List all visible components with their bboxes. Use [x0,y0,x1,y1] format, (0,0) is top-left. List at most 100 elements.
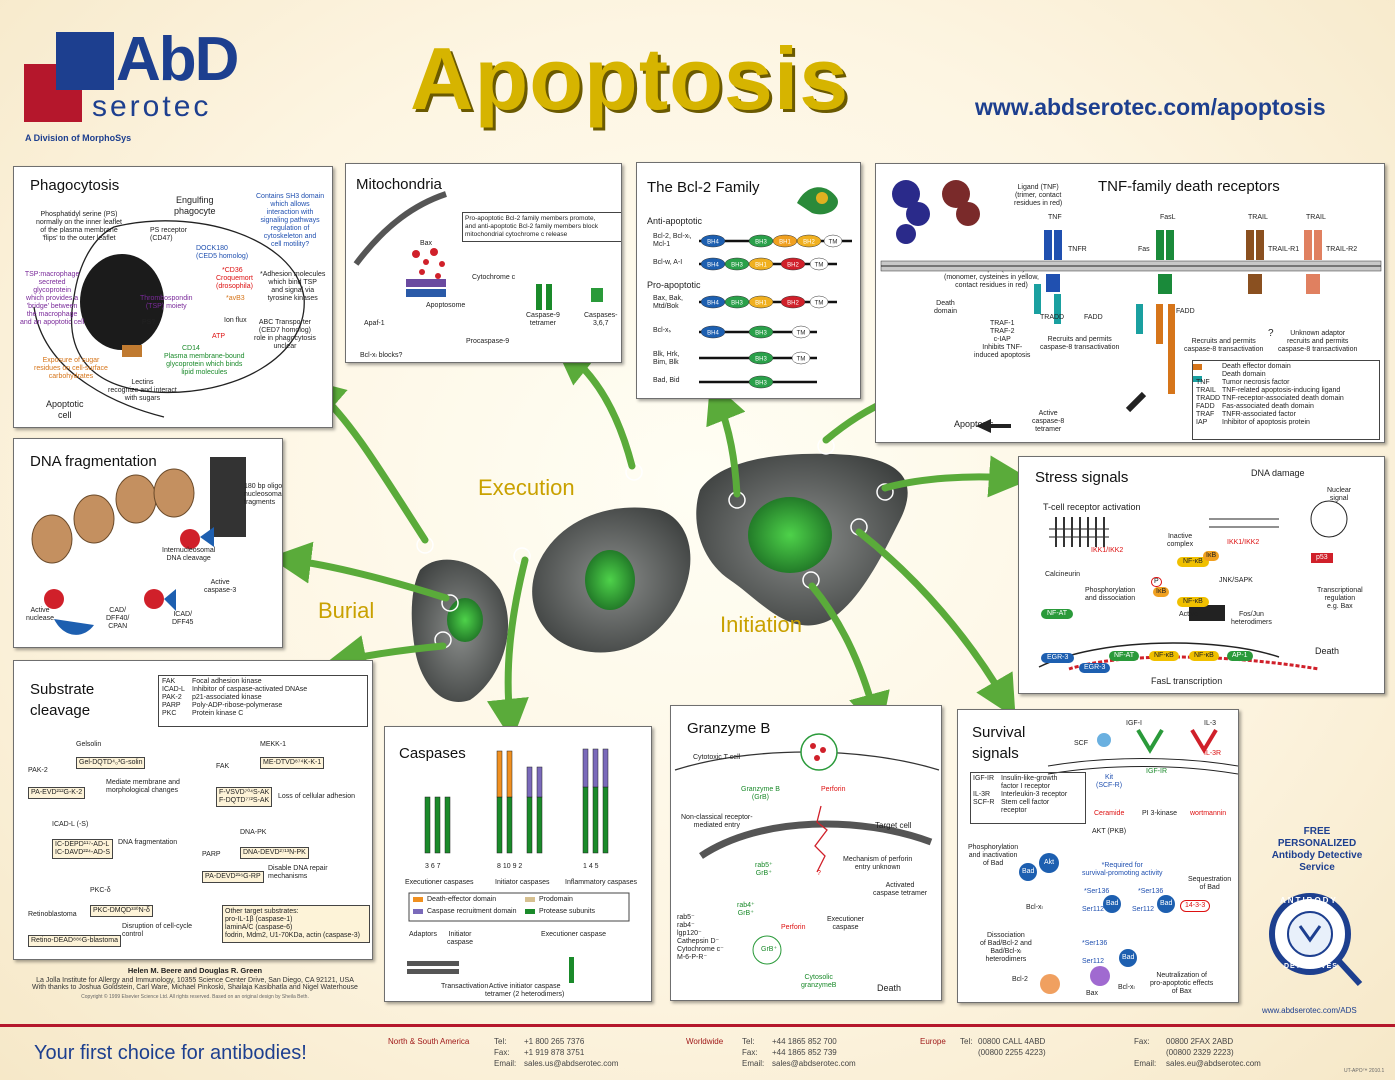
ps2: PS? [142,319,156,326]
legend-item: Death domain [1222,371,1266,378]
ikb-1: IκB [1203,551,1220,561]
tnf-lbl-5: TRAIL-R1 [1268,246,1300,253]
active-nuc: Active nuclease [26,607,55,622]
akt-node: Akt [1044,859,1055,866]
eu-tel[interactable]: 00800 CALL 4ABD (00800 2255 4223) [978,1037,1046,1057]
ap1: AP-1 [1227,651,1253,661]
panel-tnf: TNF-family death receptors Ligand (TNF) … [875,163,1385,443]
domain-label-bh3: BH3 [755,381,767,387]
panel-phagocytosis: Phagocytosis Engulfing phagocyte Phospha… [13,166,333,428]
phos-label: Phosphorylation and dissociation [1085,587,1136,602]
footer: Your first choice for antibodies! North … [0,1018,1395,1080]
domain-label-bh4: BH4 [707,263,719,269]
loss-text: Loss of cellular adhesion [278,793,356,800]
cad-label: CAD/ DFF40/ CPAN [106,607,130,630]
ser136-1: *Ser136 [1084,888,1110,895]
casp9t-label: Caspase-9 tetramer [526,312,560,327]
dissoc-text: Dissociation of Bad/Bcl-2 and Bad/Bcl-xₗ… [980,932,1032,963]
panel-dna: DNA fragmentation 180 bp oligo- nucleoso… [13,438,283,648]
bad-node-1: Bad [1022,868,1035,875]
domain-label-bh3: BH3 [755,357,767,363]
na-region: North & South America [388,1037,470,1046]
required-text: *Required for survival-promoting activit… [1082,862,1163,877]
arrow-dna [269,541,450,602]
na-email[interactable]: sales.us@abdserotec.com [524,1059,619,1068]
legend-item: TNF-related apoptosis-inducing ligand [1222,387,1341,394]
pro-label: Pro-apoptotic [647,280,701,290]
apoptosome-label: Apoptosome [426,302,466,309]
institution: La Jolla Institute for Allergy and Immun… [36,977,354,984]
legend-item: TNF-receptor-associated death domain [1222,395,1344,402]
ww-email[interactable]: sales@abdserotec.com [772,1059,856,1068]
footer-rule [0,1024,1395,1027]
icad: ICAD-L (-S) [52,821,89,828]
dnafrag-text: DNA fragmentation [118,839,178,846]
survival-diagram [1019,728,1238,994]
phos-bad: Phosphorylation and inactivation of Bad [968,844,1019,867]
icad-frag: IC-DEPD¹¹⁷-AD-L IC-DAVD²²⁴-AD-S [52,839,113,859]
pm-glyco: Plasma membrane-bound glycoprotein which… [164,353,245,376]
tnfr-receptor [1034,230,1062,324]
arrow-substrate [324,635,447,677]
tnf-lbl-0: TNF [1048,214,1062,221]
bad-node-4: Bad [1122,954,1135,961]
domain-label-bh4: BH4 [707,301,719,307]
lectins: Lectins recognize and interact with suga… [108,379,177,402]
retino: Retinoblastoma [28,911,77,918]
bclx-label: Bcl-xₗ blocks? [360,352,403,359]
na-tel[interactable]: +1 800 265 7376 [524,1037,585,1046]
tnf-lbl-7: TRAIL-R2 [1326,246,1358,253]
bcl2-label: Bcl-2 [1012,976,1028,983]
active-init: Active initiator caspase tetramer (2 het… [485,983,565,998]
ser112-2: Ser112 [1132,906,1155,913]
fas-receptor [1136,230,1175,394]
domain-label-bh2: BH2 [787,263,799,269]
stage-execution: Execution [478,475,575,500]
legend-3: Protease subunits [539,908,596,915]
panel-title: Mitochondria [356,176,442,193]
domain-label-tm: TM [829,240,838,246]
fak-frag: F-VSVD⁷⁰⁴S-AK F-DQTD⁷⁷²S-AK [216,787,273,807]
infl-nums: 1 4 5 [583,863,599,870]
akt-pkb: AKT (PKB) [1092,828,1127,835]
gelsolin: Gelsolin [76,741,102,748]
target-cell: Target cell [875,821,912,830]
jnk: JNK/SAPK [1219,577,1253,584]
na-fax: +1 919 878 3751 [524,1048,585,1057]
tnf-lbl-3: Fas [1138,246,1150,253]
panel-title: Phagocytosis [30,177,120,194]
mito-desc: Pro-apoptotic Bcl-2 family members promo… [462,212,621,242]
legend-item: TNFR-associated factor [1222,411,1296,418]
bcl2-row-5: Bad, Bid [653,377,680,384]
tsp-macro: TSP:macrophage secreted glycoprotein whi… [20,271,85,326]
dna-damage: DNA damage [1251,468,1305,478]
cd14: CD14 [182,345,200,352]
panel-title: Substrate cleavage [30,681,95,719]
ikb-2: IκB [1153,587,1170,597]
domain-label-tm: TM [815,263,824,269]
apoptotic-cells [411,453,908,702]
pkc-frag: PKC-DMQD³³⁰N-δ [90,905,153,917]
grb-label: Granzyme B (GrB) [741,786,780,801]
ww-tel[interactable]: +44 1865 852 700 [772,1037,837,1046]
mech-text: Mechanism of perforin entry unknown [843,856,913,871]
disable-text: Disable DNA repair mechanisms [268,865,328,880]
ww-region: Worldwide [686,1037,724,1046]
header-url[interactable]: www.abdserotec.com/apoptosis [975,94,1326,120]
fosjun: Fos/Jun heterodimers [1231,611,1272,626]
recruit2-text: Recruits and permits caspase-8 transacti… [1184,338,1264,353]
domain-label-tm: TM [797,357,806,363]
pi3k: PI 3-kinase [1142,810,1178,817]
bad-node-2: Bad [1106,900,1119,907]
eu-region: Europe [920,1037,946,1046]
execcasp: Executioner caspase [541,931,606,938]
ser112-3: Ser112 [1082,958,1105,965]
legend-0: Death-effector domain [427,896,497,903]
perforin-label: Perforin [821,786,846,793]
promo-url[interactable]: www.abdserotec.com/ADS [1262,1006,1357,1015]
arrow-bcl2 [706,380,746,498]
unknown-text: Unknown adaptor recruits and permits cas… [1278,330,1358,353]
arrow-phagocytosis [302,378,429,544]
eu-email[interactable]: sales.eu@abdserotec.com [1166,1059,1261,1068]
legend-item: Tumor necrosis factor [1222,379,1290,386]
